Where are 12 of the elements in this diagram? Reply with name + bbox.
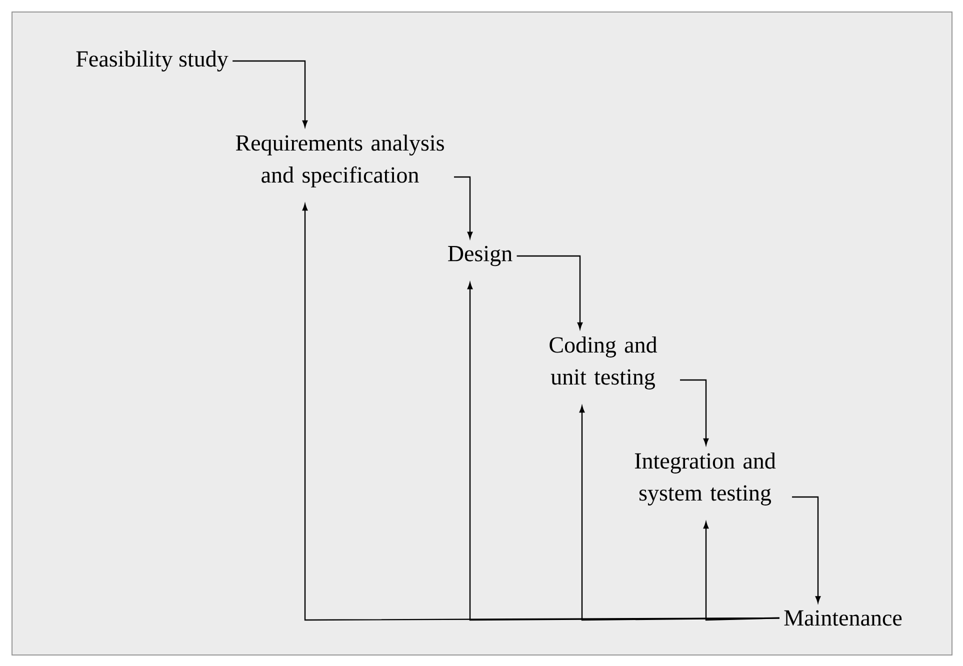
arrow [703, 522, 780, 621]
arrow [792, 496, 821, 603]
stage-label: Feasibility study [76, 50, 228, 72]
stage-label: Design [448, 246, 512, 266]
arrow [454, 176, 473, 239]
arrow [680, 379, 709, 446]
stage-label: Integration and system testing [634, 452, 776, 506]
arrow [516, 255, 583, 330]
stage-label: Coding and unit testing [550, 336, 658, 390]
stage-label: Maintenance [784, 610, 902, 626]
arrow [232, 60, 308, 128]
stage-label: Requirements analysis and specification [236, 134, 444, 188]
